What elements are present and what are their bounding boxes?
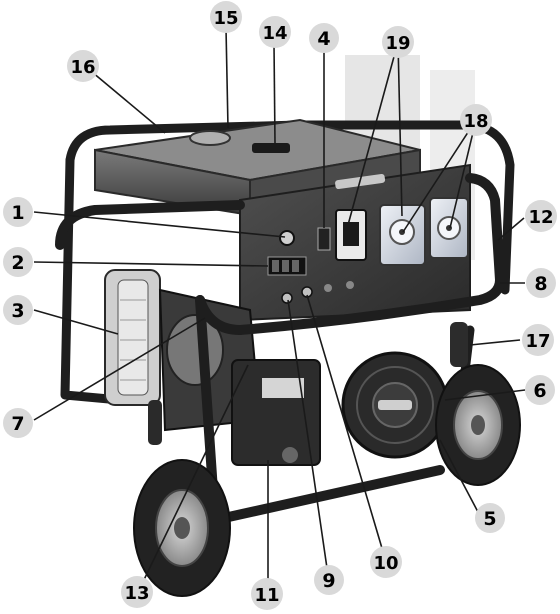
callout-3: 3 [3, 295, 33, 325]
callout-label-13: 13 [124, 583, 149, 604]
leader-line-10 [306, 294, 385, 556]
leader-line-18a [402, 119, 477, 233]
ground-terminal [281, 292, 293, 304]
front-wheel [133, 459, 231, 597]
leader-line-2 [33, 261, 269, 267]
callout-label-9: 9 [322, 570, 335, 592]
leader-line-9 [287, 299, 329, 576]
callout-17: 17 [522, 324, 554, 356]
callout-label-14: 14 [262, 23, 287, 44]
control-panel [239, 163, 471, 322]
callout-19: 19 [382, 26, 414, 58]
leader-line-17 [469, 339, 521, 346]
callout-label-8: 8 [534, 273, 547, 295]
leader-line-3 [33, 309, 119, 335]
leader-line-12 [497, 217, 525, 241]
callout-8: 8 [526, 268, 556, 298]
callout-badges: 1 2 3 4 5 6 7 8 9 10 11 12 13 14 15 16 1… [3, 1, 557, 610]
callout-label-1: 1 [11, 202, 24, 224]
rear-wheel [435, 364, 521, 486]
callout-label-7: 7 [11, 413, 24, 435]
callout-15: 15 [210, 1, 242, 33]
leader-line-19a [347, 41, 399, 226]
air-filter [104, 269, 162, 445]
leader-lines [33, 27, 526, 592]
leader-line-1 [33, 211, 286, 238]
callout-label-18: 18 [463, 111, 488, 132]
callout-1: 1 [3, 197, 33, 227]
ac-socket-right [429, 197, 469, 259]
callout-2: 2 [3, 247, 33, 277]
callout-label-19: 19 [385, 33, 410, 54]
callout-label-4: 4 [317, 28, 330, 50]
callout-9: 9 [314, 565, 344, 595]
leader-line-13 [139, 364, 249, 589]
callout-5: 5 [475, 503, 505, 533]
callout-label-16: 16 [70, 57, 95, 78]
callout-12: 12 [525, 200, 557, 232]
leader-line-5 [439, 439, 479, 513]
callout-label-17: 17 [525, 331, 550, 352]
engine [158, 288, 449, 466]
callout-11: 11 [251, 578, 283, 610]
engine-switch [279, 230, 295, 246]
leader-line-15 [225, 27, 229, 129]
callout-label-3: 3 [11, 300, 24, 322]
fuel-gauge [252, 143, 290, 153]
callout-18: 18 [460, 104, 492, 136]
leader-line-19b [397, 41, 403, 217]
callout-label-12: 12 [528, 207, 553, 228]
callout-label-15: 15 [213, 8, 238, 29]
callout-13: 13 [121, 576, 153, 608]
handle [450, 322, 468, 367]
callout-label-5: 5 [483, 508, 496, 530]
callout-label-11: 11 [254, 585, 279, 606]
callout-16: 16 [67, 50, 99, 82]
callout-label-6: 6 [533, 380, 546, 402]
leader-line-18b [449, 119, 477, 229]
callout-14: 14 [259, 16, 291, 48]
leader-line-16 [91, 71, 166, 134]
leader-line-7 [33, 317, 206, 421]
callout-6: 6 [525, 375, 555, 405]
callout-label-10: 10 [373, 553, 398, 574]
leader-line-6 [444, 389, 526, 401]
fuel-cap [189, 130, 231, 146]
leader-line-14 [273, 43, 276, 144]
circuit-breaker [317, 227, 331, 251]
callout-10: 10 [370, 546, 402, 578]
callout-7: 7 [3, 408, 33, 438]
callout-4: 4 [309, 23, 339, 53]
battery-box [231, 359, 321, 466]
callout-label-2: 2 [11, 252, 24, 274]
